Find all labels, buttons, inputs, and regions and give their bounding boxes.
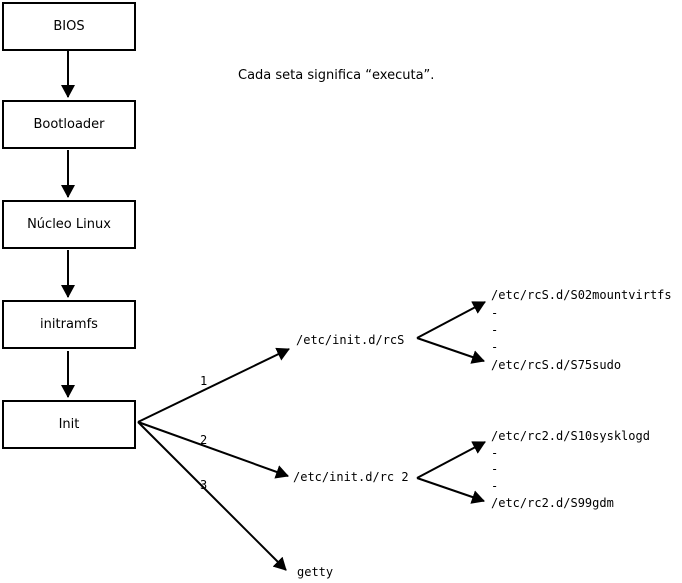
rcs-script-dash: - <box>491 306 499 320</box>
arrow-rc2-to-last-script <box>416 477 485 504</box>
initramfs-label: initramfs <box>40 317 98 332</box>
rcs-script-last: /etc/rcS.d/S75sudo <box>491 358 622 372</box>
arrow-init-to-rcs <box>137 347 290 423</box>
branch-1-target-rcs-path: /etc/init.d/rcS <box>296 333 405 347</box>
init-label: Init <box>58 417 80 432</box>
linux-kernel-box: Núcleo Linux <box>2 200 136 249</box>
rcs-script-dash: - <box>491 340 499 354</box>
arrow-init-to-rc2 <box>137 421 289 479</box>
bootloader-box: Bootloader <box>2 100 136 149</box>
bootloader-label: Bootloader <box>33 117 105 132</box>
linux-kernel-label: Núcleo Linux <box>27 217 111 232</box>
initramfs-box: initramfs <box>2 300 136 349</box>
branch-3-target-getty: getty <box>297 565 334 579</box>
arrow-init-to-getty <box>137 421 287 571</box>
arrow-meaning-note: Cada seta significa “executa”. <box>238 68 435 83</box>
bios-label: BIOS <box>53 19 85 34</box>
branch-2-target-rc2-path: /etc/init.d/rc 2 <box>293 470 409 484</box>
branch-3-number: 3 <box>200 478 208 492</box>
init-box: Init <box>2 400 136 449</box>
rc2-script-dash: - <box>491 446 499 460</box>
rc2-script-dash: - <box>491 462 499 476</box>
rc2-script-last: /etc/rc2.d/S99gdm <box>491 496 614 510</box>
branch-1-number: 1 <box>200 374 208 388</box>
bios-box: BIOS <box>2 2 136 51</box>
branch-2-number: 2 <box>200 433 208 447</box>
arrow-rcs-to-first-script <box>416 301 486 339</box>
rc2-script-first: /etc/rc2.d/S10sysklogd <box>491 429 650 443</box>
arrow-rc2-to-first-script <box>416 441 486 479</box>
arrow-rcs-to-last-script <box>416 337 485 364</box>
rc2-script-dash: - <box>491 479 499 493</box>
rcs-script-dash: - <box>491 323 499 337</box>
rcs-script-first: /etc/rcS.d/S02mountvirtfs <box>491 288 672 302</box>
